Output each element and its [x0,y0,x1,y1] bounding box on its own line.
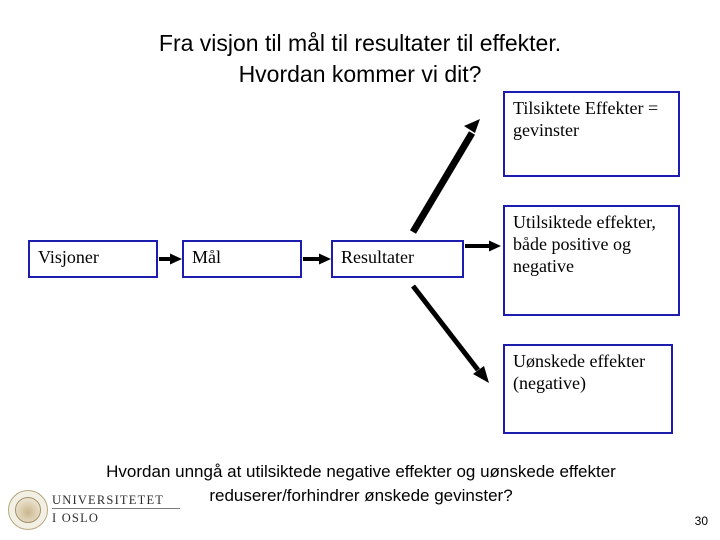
box-tilsiktete-effekter-label: Tilsiktete Effekter = gevinster [513,98,659,140]
box-mal-label: Mål [192,247,221,267]
box-resultater: Resultater [331,240,464,278]
uio-seal-icon [8,490,48,530]
arrow-resultater-to-tilsiktete [409,119,480,234]
arrow-resultater-to-utilsiktede [465,240,501,252]
box-tilsiktete-effekter: Tilsiktete Effekter = gevinster [503,91,680,177]
logo-divider [52,508,180,509]
logo-line2: I OSLO [52,511,100,525]
arrow-resultater-to-uonskede [411,284,489,383]
box-mal: Mål [182,240,302,278]
box-resultater-label: Resultater [341,247,414,267]
page-number: 30 [694,514,708,528]
slide-caption: Hvordan unngå at utilsiktede negative ef… [106,462,616,505]
page-title: Fra visjon til mål til resultater til ef… [158,30,562,87]
box-utilsiktede-effekter-label: Utilsiktede effekter, både positive og n… [513,212,656,276]
box-utilsiktede-effekter: Utilsiktede effekter, både positive og n… [503,205,680,316]
box-visjoner-label: Visjoner [38,247,99,267]
logo-line1: UNIVERSITETET [52,493,165,507]
uio-logo: UNIVERSITETET I OSLO [8,486,188,532]
arrow-visjoner-to-mal [159,253,182,265]
arrow-mal-to-resultater [303,253,331,265]
box-uonskede-effekter-label: Uønskede effekter (negative) [513,351,646,393]
box-visjoner: Visjoner [28,240,158,278]
box-uonskede-effekter: Uønskede effekter (negative) [503,344,673,434]
